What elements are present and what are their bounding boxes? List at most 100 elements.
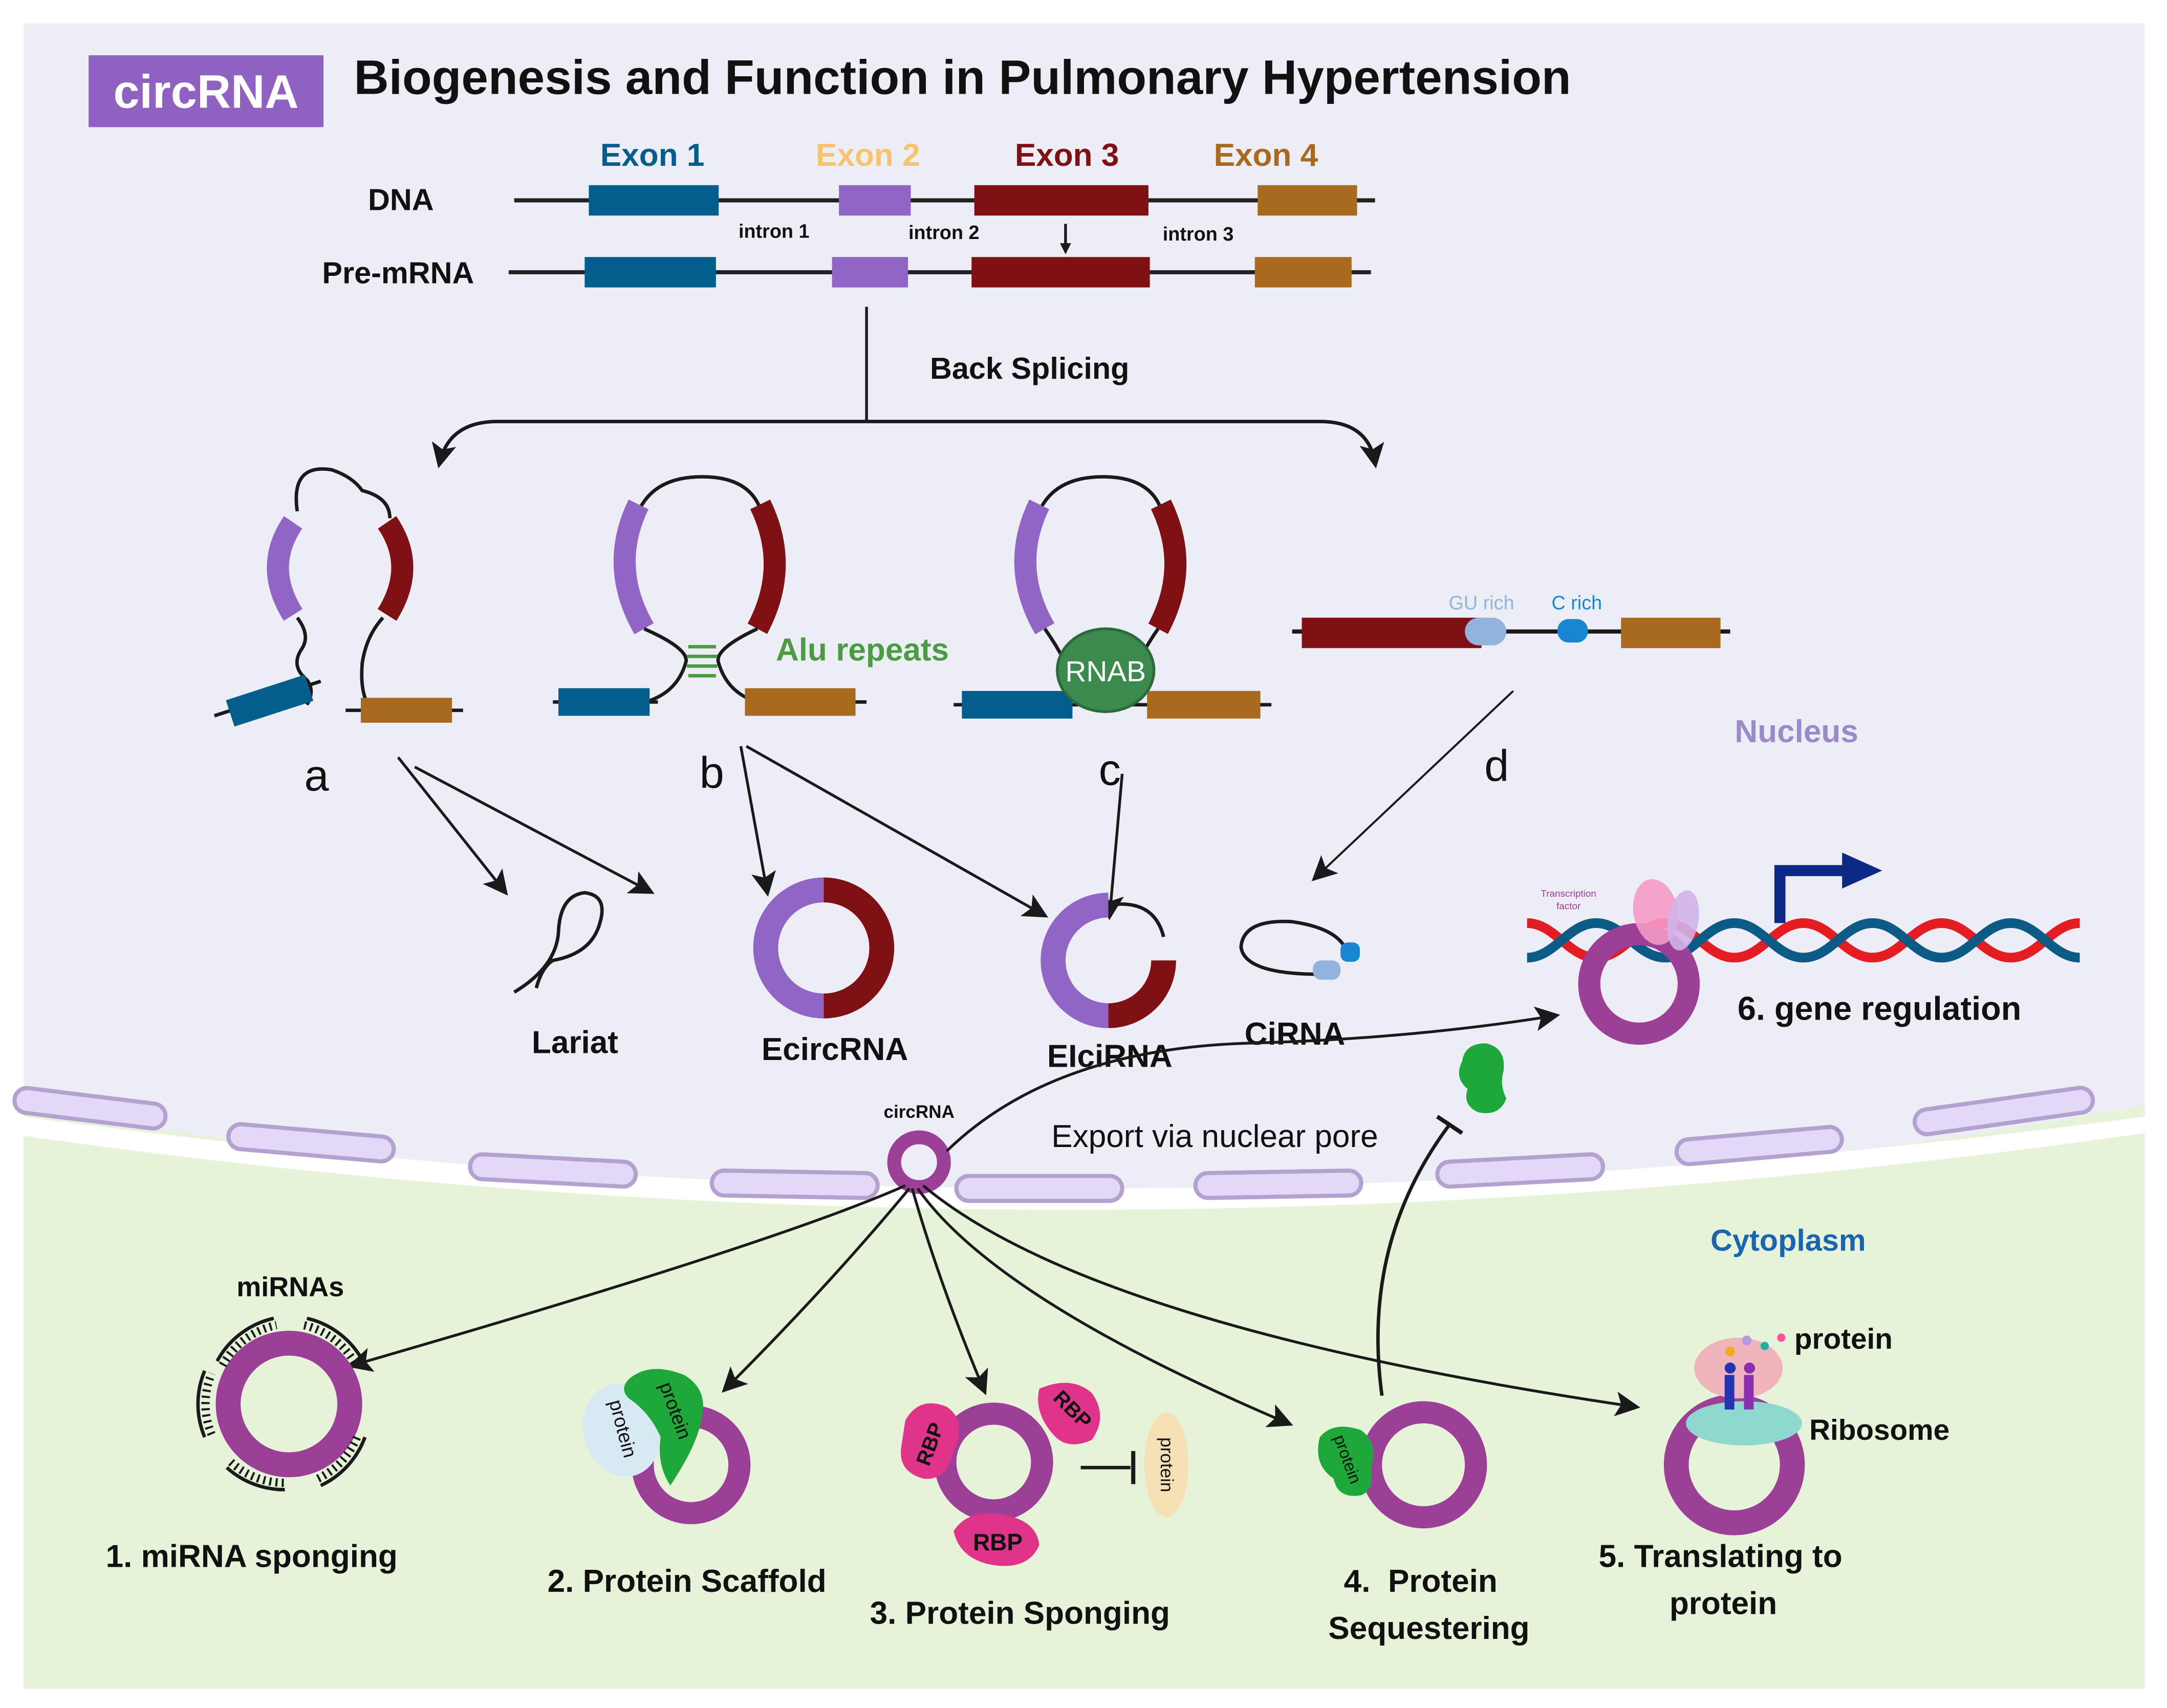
pre-mrna-exon-4 [1254, 257, 1352, 288]
nuclear-membrane [12, 1086, 2095, 1203]
gene-regulation-label: 6. gene regulation [1738, 989, 2021, 1027]
membrane-segment [954, 1174, 1124, 1203]
mechanism-c: RNAB c [954, 475, 1272, 795]
arrow-a-to-ecircrna [414, 766, 655, 894]
export-arrow [945, 1006, 1561, 1152]
membrane-segment [1435, 1152, 1606, 1189]
exon-4-label: Exon 4 [1214, 138, 1318, 173]
biogenesis-arrows [397, 690, 1514, 921]
mechanism-d-label: d [1484, 741, 1509, 790]
peptide-chain [1725, 1333, 1786, 1356]
back-splicing-branch-right [866, 420, 1384, 469]
exon-3-arc [747, 499, 786, 634]
dna-exon-2 [839, 185, 911, 216]
arrow-to-protein-scaffold [722, 1187, 911, 1393]
exon-3-arc [1148, 499, 1187, 634]
protein-product-label: protein [1794, 1323, 1893, 1355]
pre-mrna-exon-2 [832, 257, 908, 288]
sequestered-protein-nucleus [1459, 1043, 1507, 1113]
protein-green [624, 1369, 703, 1486]
pre-mrna-exon-1 [584, 257, 716, 288]
protein-target [1144, 1412, 1189, 1518]
translation-label-1: 5. Translating to [1599, 1539, 1843, 1574]
exon-3-label: Exon 3 [1015, 138, 1119, 173]
exon-1-label: Exon 1 [600, 138, 705, 173]
exon-3-arc [377, 516, 414, 621]
mechanism-c-label: c [1099, 746, 1121, 795]
exon-4-block [1147, 690, 1261, 719]
exported-circrna [887, 1130, 951, 1194]
pre-mrna-label: Pre-mRNA [322, 255, 474, 290]
rnab-label: RNAB [1065, 656, 1146, 688]
export-circrna-label: circRNA [884, 1102, 955, 1122]
transcription-factor-lilac [1667, 890, 1699, 950]
pre-mrna-exon-3 [971, 257, 1150, 288]
gu-rich-element [1465, 617, 1507, 645]
circrna-export: circRNA Export via nuclear pore [884, 1006, 1561, 1194]
nuclear-envelope-gap [24, 1116, 2145, 1210]
eicirna-label: EIciRNA [1047, 1039, 1173, 1074]
mechanism-b-label: b [700, 748, 724, 797]
arrow-to-protein-sponging [911, 1188, 988, 1395]
arrow-d-to-cirna [1311, 690, 1514, 881]
arrow-to-protein-sequestering [916, 1187, 1293, 1428]
mirna-sponging-label: 1. miRNA sponging [106, 1539, 398, 1574]
trna-2 [1744, 1375, 1754, 1410]
protein-scaffold-label: 2. Protein Scaffold [548, 1564, 827, 1599]
exon-4-block [360, 698, 452, 723]
dna-label: DNA [368, 182, 434, 217]
mechanism-d: GU rich C rich d [1292, 593, 1730, 790]
function-protein-scaffold: protein protein 2. Protein Scaffold [548, 1369, 827, 1599]
protein-sequestering-label-2: Sequestering [1328, 1611, 1529, 1646]
ribosome-small-subunit [1686, 1401, 1802, 1446]
membrane-segment [468, 1152, 638, 1189]
membrane-segment [226, 1122, 396, 1164]
transcription-factor-label: Transcription [1541, 889, 1596, 899]
exon-4-block [1621, 617, 1721, 648]
ribosome-label: Ribosome [1809, 1414, 1949, 1446]
transcription-factor-label-2: factor [1556, 901, 1580, 912]
dna-exon-4 [1258, 185, 1357, 216]
mechanism-a-label: a [305, 751, 330, 800]
exon-1-block [226, 675, 314, 727]
product-ecircrna: EcircRNA [753, 877, 908, 1067]
back-splicing-branch-left [431, 420, 867, 468]
transcription-factor-pink [1633, 879, 1678, 945]
mechanism-a: a [213, 467, 463, 800]
arrow-to-translation [922, 1184, 1640, 1416]
arrow-a-to-lariat [397, 756, 508, 896]
dna-exon-3 [974, 185, 1148, 216]
exon-4-block [745, 688, 856, 716]
exon-3-block [1302, 617, 1482, 648]
circrna-ring [1578, 923, 1700, 1045]
membrane-segment [1674, 1125, 1844, 1166]
function-translation: protein Ribosome 5. Translating to prote… [1599, 1323, 1950, 1621]
arrow-to-mirna-sponging [347, 1184, 906, 1372]
protein-sequestering-label-1: 4. Protein [1344, 1564, 1498, 1599]
function-mirna-sponging: miRNAs 1. miRNA sponging [106, 1271, 398, 1574]
intron-2-label: intron 2 [908, 222, 980, 244]
c-rich-element [1557, 619, 1588, 643]
function-protein-sequestering: protein 4. Protein Sequestering [1318, 1401, 1530, 1646]
intron-3-label: intron 3 [1163, 224, 1234, 245]
arrow-b-to-eicirna [745, 745, 1049, 918]
mirnas-label: miRNAs [236, 1271, 344, 1302]
rnab-protein [1056, 627, 1156, 714]
alu-pairing-lines [687, 645, 718, 678]
mechanism-b: Alu repeats b [553, 475, 949, 797]
membrane-segment [12, 1086, 168, 1131]
exon-1-block [962, 690, 1073, 719]
ecircrna-label: EcircRNA [762, 1032, 908, 1067]
arrow-c-to-eicirna [1099, 773, 1124, 921]
exon-2-arc [613, 499, 654, 635]
exon-2-label: Exon 2 [816, 138, 920, 173]
exon-2-arc [267, 516, 303, 621]
mirna-strands [196, 1316, 367, 1491]
rbp-left [901, 1403, 960, 1479]
exon-1-block [558, 688, 650, 716]
function-protein-sponging: RBP RBP RBP protein 3. Protein Sponging [870, 1382, 1189, 1631]
transcription-start-arrow [1774, 865, 1845, 923]
back-splicing-label: Back Splicing [930, 351, 1129, 385]
gene-regulation: Transcription factor 6. gene regulation [1526, 852, 2081, 1045]
